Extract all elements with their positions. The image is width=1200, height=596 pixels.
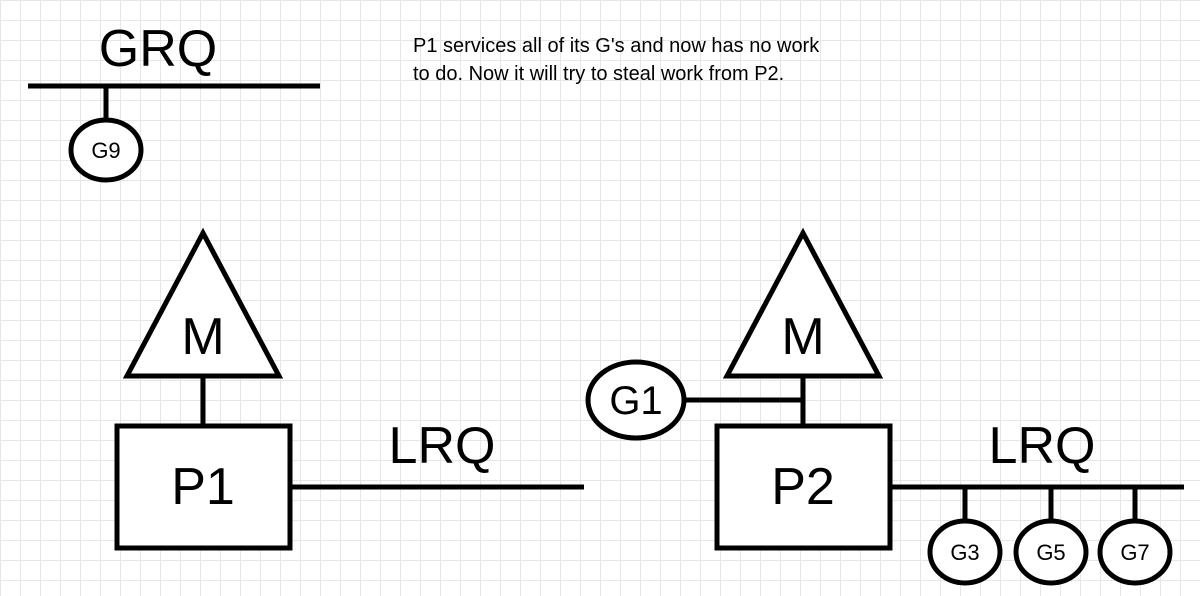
caption-line-1: P1 services all of its G's and now has n… — [413, 35, 820, 57]
goroutine-g5 — [1013, 518, 1089, 586]
p1-processor-box — [114, 423, 293, 551]
p1-group: M P1 LRQ — [114, 227, 584, 551]
p2-processor-label: P2 — [771, 458, 835, 516]
global-run-queue: GRQ G9 — [28, 20, 320, 183]
goroutine-g9-label: G9 — [91, 138, 120, 163]
p2-lrq-label: LRQ — [989, 417, 1096, 475]
p2-processor-box — [714, 423, 893, 551]
goroutine-g1 — [585, 359, 687, 441]
p1-machine-label: M — [181, 308, 224, 366]
goroutine-g9 — [68, 117, 144, 183]
goroutine-g7 — [1097, 518, 1173, 586]
p2-group: M G1 P2 LRQ G3 G5 G7 — [585, 227, 1184, 586]
p2-machine-label: M — [781, 308, 824, 366]
goroutine-g3 — [927, 518, 1003, 586]
goroutine-g7-label: G7 — [1120, 540, 1149, 565]
goroutine-g1-label: G1 — [609, 379, 662, 423]
p1-processor-label: P1 — [171, 458, 235, 516]
p1-lrq-label: LRQ — [389, 417, 496, 475]
goroutine-g3-label: G3 — [950, 540, 979, 565]
grq-label: GRQ — [99, 20, 217, 78]
caption-line-2: to do. Now it will try to steal work fro… — [413, 63, 784, 85]
goroutine-g5-label: G5 — [1036, 540, 1065, 565]
